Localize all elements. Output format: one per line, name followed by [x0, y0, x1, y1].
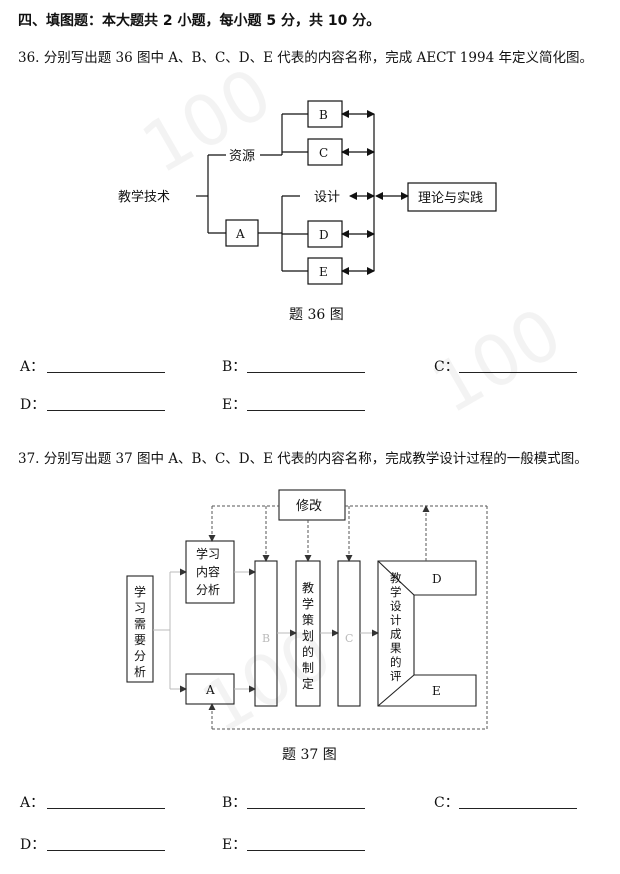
- svg-text:成: 成: [390, 627, 402, 641]
- blank-37-b-label: B：: [222, 795, 247, 811]
- box-a-37-label: A: [205, 683, 215, 697]
- svg-text:分: 分: [134, 649, 146, 663]
- svg-text:学习: 学习: [196, 546, 220, 561]
- blank-36-a-line[interactable]: [47, 372, 165, 373]
- svg-text:计: 计: [390, 613, 402, 627]
- svg-text:教: 教: [390, 571, 402, 585]
- blank-36-a-label: A：: [20, 359, 45, 375]
- box-c-label: C: [319, 146, 328, 160]
- svg-text:析: 析: [134, 665, 146, 679]
- design-label: 设计: [314, 190, 340, 205]
- blank-36-d-line[interactable]: [47, 410, 165, 411]
- blank-37-d-label: D：: [20, 837, 46, 853]
- section-title: 四、填图题：本大题共 2 小题，每小题 5 分，共 10 分。: [18, 13, 381, 29]
- blank-37-b-line[interactable]: [247, 808, 365, 809]
- box-d-label: D: [319, 228, 329, 242]
- svg-text:设: 设: [390, 599, 402, 613]
- svg-text:学: 学: [302, 596, 314, 611]
- blank-36-c-line[interactable]: [459, 372, 577, 373]
- box-b-37-label: B: [262, 632, 270, 645]
- blank-37-e-label: E：: [222, 837, 247, 853]
- evaluation-label: 教 学 设 计 成 果 的 评: [390, 571, 402, 683]
- blank-36-b-line[interactable]: [247, 372, 365, 373]
- svg-text:定: 定: [302, 676, 314, 691]
- blank-36-e-label: E：: [222, 397, 247, 413]
- box-c-37-label: C: [345, 632, 353, 645]
- svg-text:的: 的: [302, 644, 314, 659]
- box-d-37-label: D: [432, 572, 442, 586]
- svg-text:要: 要: [134, 633, 146, 647]
- root-label: 教学技术: [118, 189, 170, 205]
- svg-text:学: 学: [390, 585, 402, 599]
- blank-37-a-label: A：: [20, 795, 45, 811]
- svg-text:策: 策: [302, 613, 314, 627]
- revise-label: 修改: [296, 499, 322, 514]
- blank-37-e-line[interactable]: [247, 850, 365, 851]
- svg-text:习: 习: [134, 601, 146, 615]
- svg-text:划: 划: [302, 629, 314, 643]
- caption-36: 题 36 图: [289, 307, 344, 323]
- box-e-label: E: [319, 265, 328, 279]
- caption-37: 题 37 图: [282, 747, 337, 763]
- question-36-text: 36. 分别写出题 36 图中 A、B、C、D、E 代表的内容名称，完成 AEC…: [18, 50, 593, 66]
- needs-analysis-box: [126, 575, 154, 683]
- blank-36-b-label: B：: [222, 359, 247, 375]
- svg-text:教: 教: [302, 580, 314, 595]
- blank-36-c-label: C：: [434, 359, 459, 375]
- content-analysis-label: 学习 内容 分析: [196, 546, 220, 597]
- theory-label: 理论与实践: [418, 191, 483, 206]
- svg-text:学: 学: [134, 584, 146, 599]
- svg-text:的: 的: [390, 655, 402, 669]
- question-37-text: 37. 分别写出题 37 图中 A、B、C、D、E 代表的内容名称，完成教学设计…: [18, 451, 588, 467]
- needs-analysis-label: 学 习 需 要 分 析: [134, 584, 146, 679]
- blank-37-d-line[interactable]: [47, 850, 165, 851]
- box-b-label: B: [319, 108, 328, 122]
- box-e-37-label: E: [432, 684, 441, 698]
- svg-text:内容: 内容: [196, 564, 220, 579]
- box-a-label: A: [235, 227, 245, 241]
- box-a: [225, 219, 259, 247]
- svg-text:评: 评: [390, 669, 402, 683]
- blank-37-c-label: C：: [434, 795, 459, 811]
- svg-text:需: 需: [134, 617, 146, 631]
- svg-text:分析: 分析: [196, 583, 220, 597]
- resource-label: 资源: [229, 149, 255, 164]
- strategy-label: 教 学 策 划 的 制 定: [302, 580, 314, 691]
- blank-36-d-label: D：: [20, 397, 46, 413]
- revise-box: [278, 489, 346, 521]
- svg-text:制: 制: [302, 661, 314, 675]
- blank-37-c-line[interactable]: [459, 808, 577, 809]
- svg-text:果: 果: [390, 641, 402, 655]
- blank-37-a-line[interactable]: [47, 808, 165, 809]
- blank-36-e-line[interactable]: [247, 410, 365, 411]
